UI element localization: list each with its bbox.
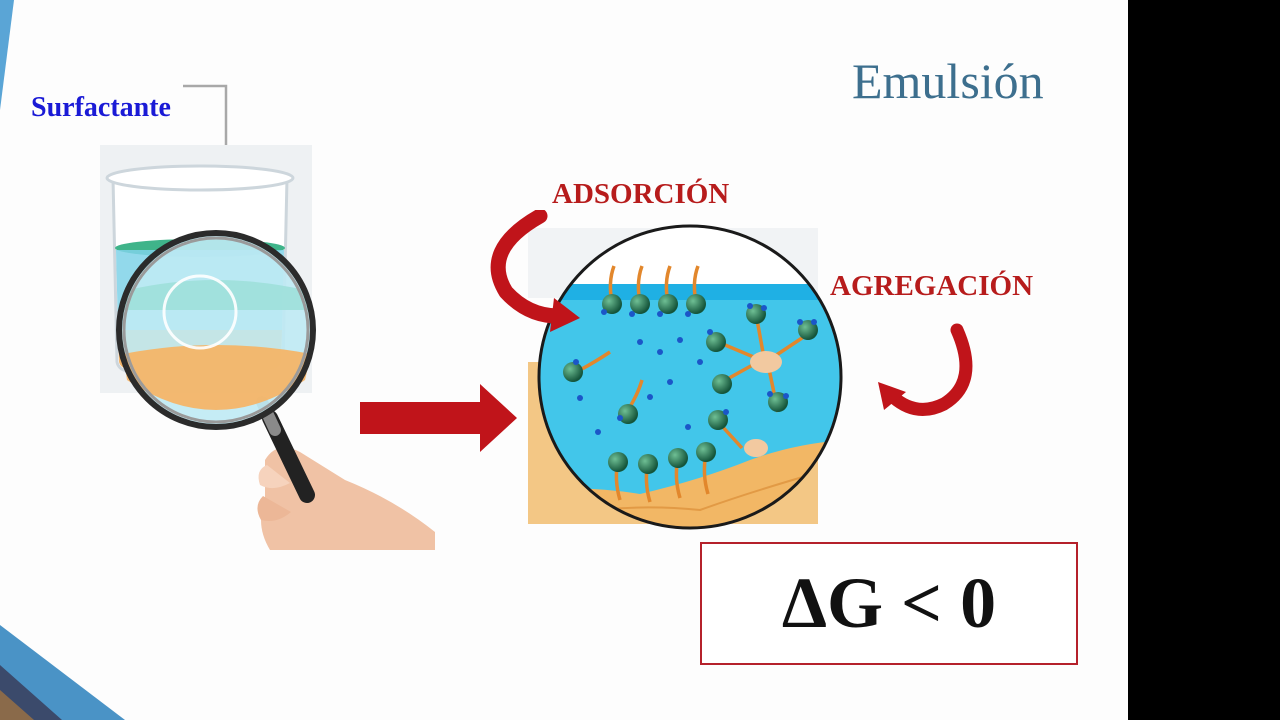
molecule-heads xyxy=(563,294,818,474)
gibbs-energy-equation: ΔG < 0 xyxy=(781,563,997,643)
equation-box: ΔG < 0 xyxy=(700,542,1078,665)
surfactant-label: Surfactante xyxy=(31,92,171,123)
corner-accent-top-left xyxy=(0,0,14,110)
right-arrow-icon xyxy=(360,384,517,452)
slide: Emulsión Surfactante xyxy=(0,0,1128,720)
beaker-magnifier-illustration xyxy=(100,145,435,550)
adsorption-label: ADSORCIÓN xyxy=(552,178,730,210)
curved-arrow-icon-aggregation xyxy=(878,323,973,416)
aggregation-label: AGREGACIÓN xyxy=(830,270,1034,302)
slide-title: Emulsión xyxy=(852,53,1044,109)
curved-arrow-icon xyxy=(490,210,580,332)
magnifying-glass-icon xyxy=(116,230,316,503)
aggregate-core xyxy=(750,351,782,373)
ion-dots xyxy=(573,303,817,435)
corner-accent-bottom-left xyxy=(0,625,125,720)
surfactant-molecule-view xyxy=(528,224,843,530)
